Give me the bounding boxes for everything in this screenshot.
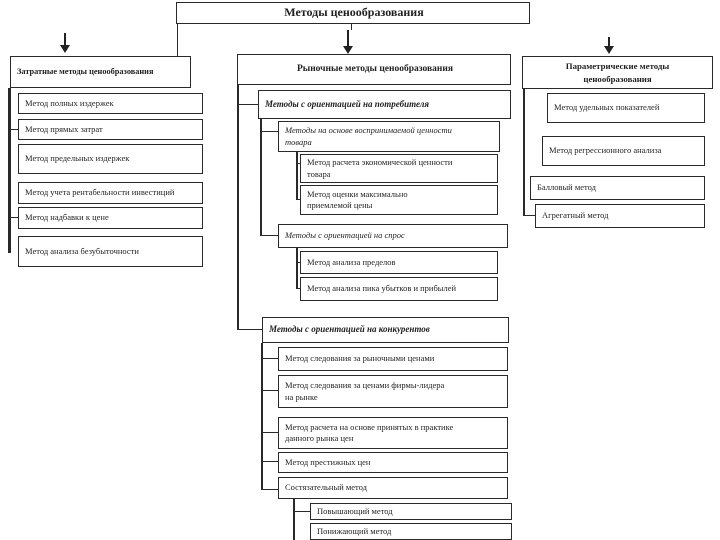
connector-trunk	[237, 85, 239, 330]
down-arrow-icon	[608, 37, 610, 47]
diagram-node: Метод надбавки к цене	[18, 207, 203, 229]
diagram-node: Понижающий метод	[310, 523, 512, 540]
connector-line	[177, 24, 178, 68]
right-column-header: Параметрические методы ценообразования	[522, 56, 713, 89]
connector-trunk	[261, 343, 263, 490]
connector-line	[262, 131, 278, 132]
connector-line	[11, 129, 18, 130]
diagram-node: Метод предельных издержек	[18, 144, 203, 174]
connector-line	[351, 24, 352, 30]
middle-column-header: Рыночные методы ценообразования	[237, 54, 511, 85]
connector-line	[239, 329, 262, 330]
diagram-node: Метод следования за ценами фирмы-лидера …	[278, 375, 508, 408]
diagram-title: Методы ценообразования	[176, 2, 530, 24]
diagram-node: Метод оценки максимально приемлемой цены	[300, 185, 498, 215]
left-column-header: Затратные методы ценообразования	[10, 56, 191, 88]
connector-line	[263, 489, 278, 490]
down-arrow-icon	[64, 33, 66, 46]
diagram-node: Метод престижных цен	[278, 452, 508, 473]
connector-trunk	[260, 119, 262, 236]
diagram-node: Метод полных издержек	[18, 93, 203, 114]
down-arrow-icon	[347, 30, 349, 47]
diagram-node: Метод анализа пределов	[300, 251, 498, 274]
diagram-node: Метод удельных показателей	[547, 93, 705, 123]
connector-trunk	[296, 248, 298, 289]
connector-line	[263, 461, 278, 462]
connector-trunk	[293, 499, 295, 540]
diagram-node: Агрегатный метод	[535, 204, 705, 228]
subgroup-label-demand: Методы с ориентацией на спрос	[278, 224, 508, 248]
diagram-node: Состязательный метод	[278, 477, 508, 499]
diagram-node: Метод учета рентабельности инвестиций	[18, 182, 203, 204]
diagram-node: Метод анализа пика убытков и прибылей	[300, 277, 498, 301]
connector-line	[239, 104, 258, 105]
diagram-node: Балловый метод	[530, 176, 705, 200]
group-label-competitors: Методы с ориентацией на конкурентов	[262, 317, 509, 343]
diagram-node: Метод регрессионного анализа	[542, 136, 705, 166]
connector-line	[11, 217, 18, 218]
diagram-node: Метод расчета на основе принятых в практ…	[278, 417, 508, 449]
connector-trunk	[523, 89, 525, 216]
connector-line	[295, 511, 310, 512]
diagram-node: Метод следования за рыночными ценами	[278, 347, 508, 371]
diagram-node: Повышающий метод	[310, 503, 512, 520]
diagram-node: Метод анализа безубыточности	[18, 236, 203, 267]
connector-line	[263, 358, 278, 359]
connector-line	[263, 432, 278, 433]
diagram-node: Метод расчета экономической ценности тов…	[300, 154, 498, 183]
subgroup-label-perceived-value: Методы на основе воспринимаемой ценности…	[278, 121, 500, 152]
connector-line	[263, 390, 278, 391]
connector-trunk	[8, 88, 11, 253]
group-label-consumer: Методы с ориентацией на потребителя	[258, 90, 511, 119]
diagram-node: Метод прямых затрат	[18, 119, 203, 140]
connector-trunk	[296, 152, 298, 200]
connector-line	[262, 235, 278, 236]
